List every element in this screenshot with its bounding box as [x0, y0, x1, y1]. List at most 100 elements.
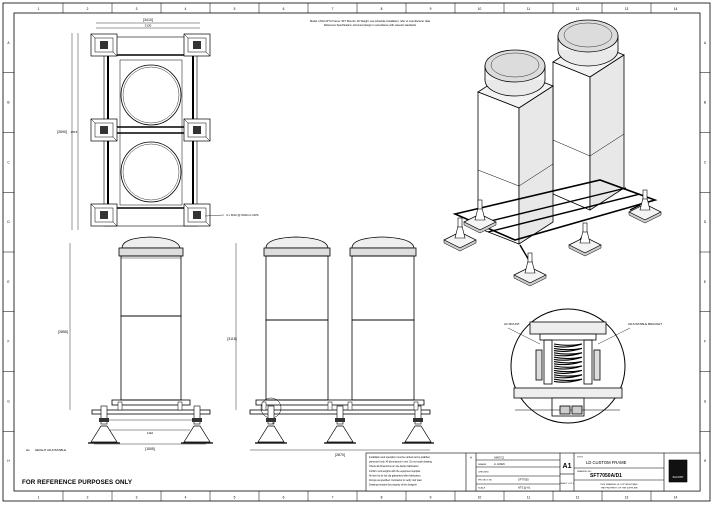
spring-coil: [553, 343, 583, 383]
side-view: [69, 236, 211, 445]
grid-row-label-left: D: [7, 220, 10, 224]
grid-col-label-top: 8: [381, 7, 383, 11]
grid-row-label-right: C: [704, 160, 707, 164]
tb-note-line: All steel to be hot dip galvanised after…: [369, 474, 421, 477]
grid-col-label-bottom: 10: [478, 496, 482, 500]
grid-col-label-bottom: 8: [381, 496, 383, 500]
plan-mount: [90, 203, 118, 227]
plan-dim-left: [2690]: [57, 130, 67, 134]
iso-mount: [568, 222, 602, 257]
tb-company-note: THIS DRAWING IS COPYRIGHT AND: [600, 483, 638, 486]
spring-turn: [553, 374, 583, 379]
grid-col-label-bottom: 9: [430, 496, 432, 500]
spring-turn: [553, 352, 583, 357]
elevation-mount: [324, 405, 356, 444]
grid-col-label-bottom: 2: [87, 496, 89, 500]
front-dim-base: [2870]: [335, 453, 345, 457]
plan-dim-left2: 2515: [71, 130, 78, 134]
tb-project-value: SFT7050: [518, 478, 529, 482]
plan-mount: [90, 33, 118, 57]
tb-note-line: Installation and operation must be carri…: [369, 456, 430, 459]
grid-row-label-left: G: [7, 399, 10, 403]
tb-drawing-no: SFT7050A/D1: [590, 473, 622, 479]
grid-row-label-right: D: [704, 220, 707, 224]
tb-title-label: TITLE: [577, 457, 583, 459]
detail-a: [507, 308, 631, 424]
side-mounts: [88, 401, 213, 444]
spring-turn: [553, 378, 583, 383]
tb-size: A1: [563, 463, 572, 470]
grid-col-label-bottom: 1: [38, 496, 40, 500]
grid-col-label-bottom: 11: [527, 496, 531, 500]
spring-turn: [553, 347, 583, 352]
tb-scale-label: SCALE: [478, 487, 486, 490]
iso-mount: [513, 252, 547, 287]
grid-col-label-top: 11: [527, 7, 531, 11]
side-dim-height: [2855]: [58, 330, 68, 334]
grid-row-label-right: B: [704, 101, 706, 105]
side-dim-base: [1505]: [145, 447, 155, 451]
front-post: [413, 401, 419, 411]
plan-dim-top: [3410]: [143, 18, 153, 22]
grid-col-label-bottom: 13: [625, 496, 629, 500]
header-note-1: Model: HVAC-RTU Frame: SFT Mounts: AV We…: [310, 19, 431, 23]
tb-checked-label: CHECKED: [478, 472, 489, 474]
iso-mount: [443, 217, 477, 252]
side-height-note: HEIGHT ADJUSTABLE: [35, 448, 66, 452]
iso-mount: [628, 189, 662, 224]
grid-row-label-right: G: [704, 399, 707, 403]
grid-row-label-left: B: [7, 101, 9, 105]
header-note-2: Reference Specification: structural desi…: [324, 23, 417, 27]
grid-row-label-left: C: [7, 160, 10, 164]
elevation-mount: [88, 405, 120, 444]
tb-note-line: Check all dimensions on site before fabr…: [369, 465, 419, 468]
tb-rev: A: [470, 456, 472, 460]
grid-row-label-left: H: [7, 459, 10, 463]
plan-mounts: [90, 33, 211, 227]
tb-note-line: Confirm unit weights with the equipment …: [369, 470, 421, 473]
grid-row-label-right: E: [704, 280, 706, 284]
tb-note-line: Fixings as specified. Contractor to veri…: [369, 479, 422, 482]
plan-mount: [183, 203, 211, 227]
elevation-mount: [181, 405, 213, 444]
elevation-mount: [255, 405, 287, 444]
reference-note: FOR REFERENCE PURPOSES ONLY: [22, 479, 133, 486]
tb-project-label: PROJECT NO: [478, 480, 492, 482]
tb-scale-value: NTS @ A1: [518, 486, 531, 490]
front-view: [235, 236, 431, 451]
tb-drawn-label: DRAWN: [478, 463, 487, 466]
grid-col-label-bottom: 3: [136, 496, 138, 500]
grid-row-label-right: H: [704, 459, 707, 463]
grid-col-label-top: 3: [136, 7, 138, 11]
tb-logo-text: SILFORT: [673, 475, 684, 479]
iso-mount: [463, 199, 497, 234]
spring-turn: [553, 365, 583, 370]
grid-col-label-top: 1: [38, 7, 40, 11]
plan-mount: [183, 118, 211, 142]
grid-col-label-bottom: 12: [576, 496, 580, 500]
detail-label-right: ADJUSTABLE BRACKET: [628, 322, 662, 326]
side-dim-inner: 1110: [147, 431, 154, 435]
spring-turn: [553, 361, 583, 366]
grid-row-label-right: A: [704, 41, 707, 45]
front-post: [327, 401, 333, 411]
tb-rev-date: 04/07/12: [494, 456, 505, 460]
grid-col-label-top: 9: [430, 7, 432, 11]
tb-sheet-label: SHEET 1 OF 1: [560, 483, 574, 485]
elevation-mount: [402, 405, 434, 444]
grid-col-label-top: 5: [234, 7, 236, 11]
grid-col-label-bottom: 14: [674, 496, 678, 500]
title-block-notes: Installation and operation must be carri…: [369, 456, 433, 487]
tb-drawn-by: A. HOEN: [494, 462, 505, 466]
front-post: [261, 401, 267, 411]
detail-label-left: AV MOUNT: [504, 322, 520, 326]
grid-col-label-top: 2: [87, 7, 89, 11]
grid-col-label-top: 10: [478, 7, 482, 11]
plan-mount: [90, 118, 118, 142]
grid-row-label-left: A: [7, 41, 10, 45]
front-post: [347, 401, 353, 411]
grid-row-label-left: F: [8, 340, 10, 344]
grid-col-label-top: 14: [674, 7, 678, 11]
